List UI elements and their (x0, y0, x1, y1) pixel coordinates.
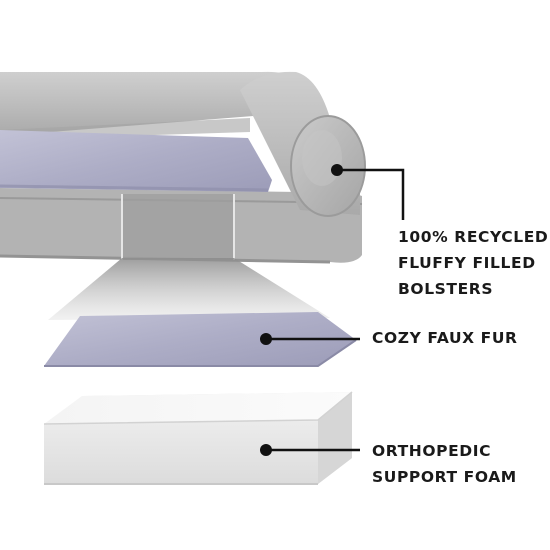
callout-bolsters-label: 100% RECYCLED FLUFFY FILLED BOLSTERS (398, 224, 548, 302)
callout-bolsters-line-2: FLUFFY FILLED (398, 254, 536, 272)
callout-faux-fur-pointer (260, 333, 360, 345)
callout-faux-fur-line-1: COZY FAUX FUR (372, 329, 518, 347)
callout-dot-icon (260, 444, 272, 456)
callout-foam-line-2: SUPPORT FOAM (372, 468, 517, 486)
callout-bolsters-line-3: BOLSTERS (398, 280, 494, 298)
layer-support-foam (43, 391, 353, 485)
bed-bolster-side (240, 71, 366, 217)
cutaway-window (121, 194, 235, 260)
callout-foam-line-1: ORTHOPEDIC (372, 442, 492, 460)
callout-dot-icon (260, 333, 272, 345)
callout-foam-label: ORTHOPEDIC SUPPORT FOAM (372, 438, 517, 490)
bed-fur-surface (0, 130, 272, 192)
callout-bolsters-pointer (331, 164, 405, 220)
cutaway-beam (48, 258, 330, 320)
callout-dot-icon (331, 164, 343, 176)
callout-bolsters-line-1: 100% RECYCLED (398, 228, 549, 246)
layer-faux-fur (44, 312, 357, 367)
callout-faux-fur-label: COZY FAUX FUR (372, 325, 518, 351)
callout-foam-pointer (260, 444, 360, 456)
